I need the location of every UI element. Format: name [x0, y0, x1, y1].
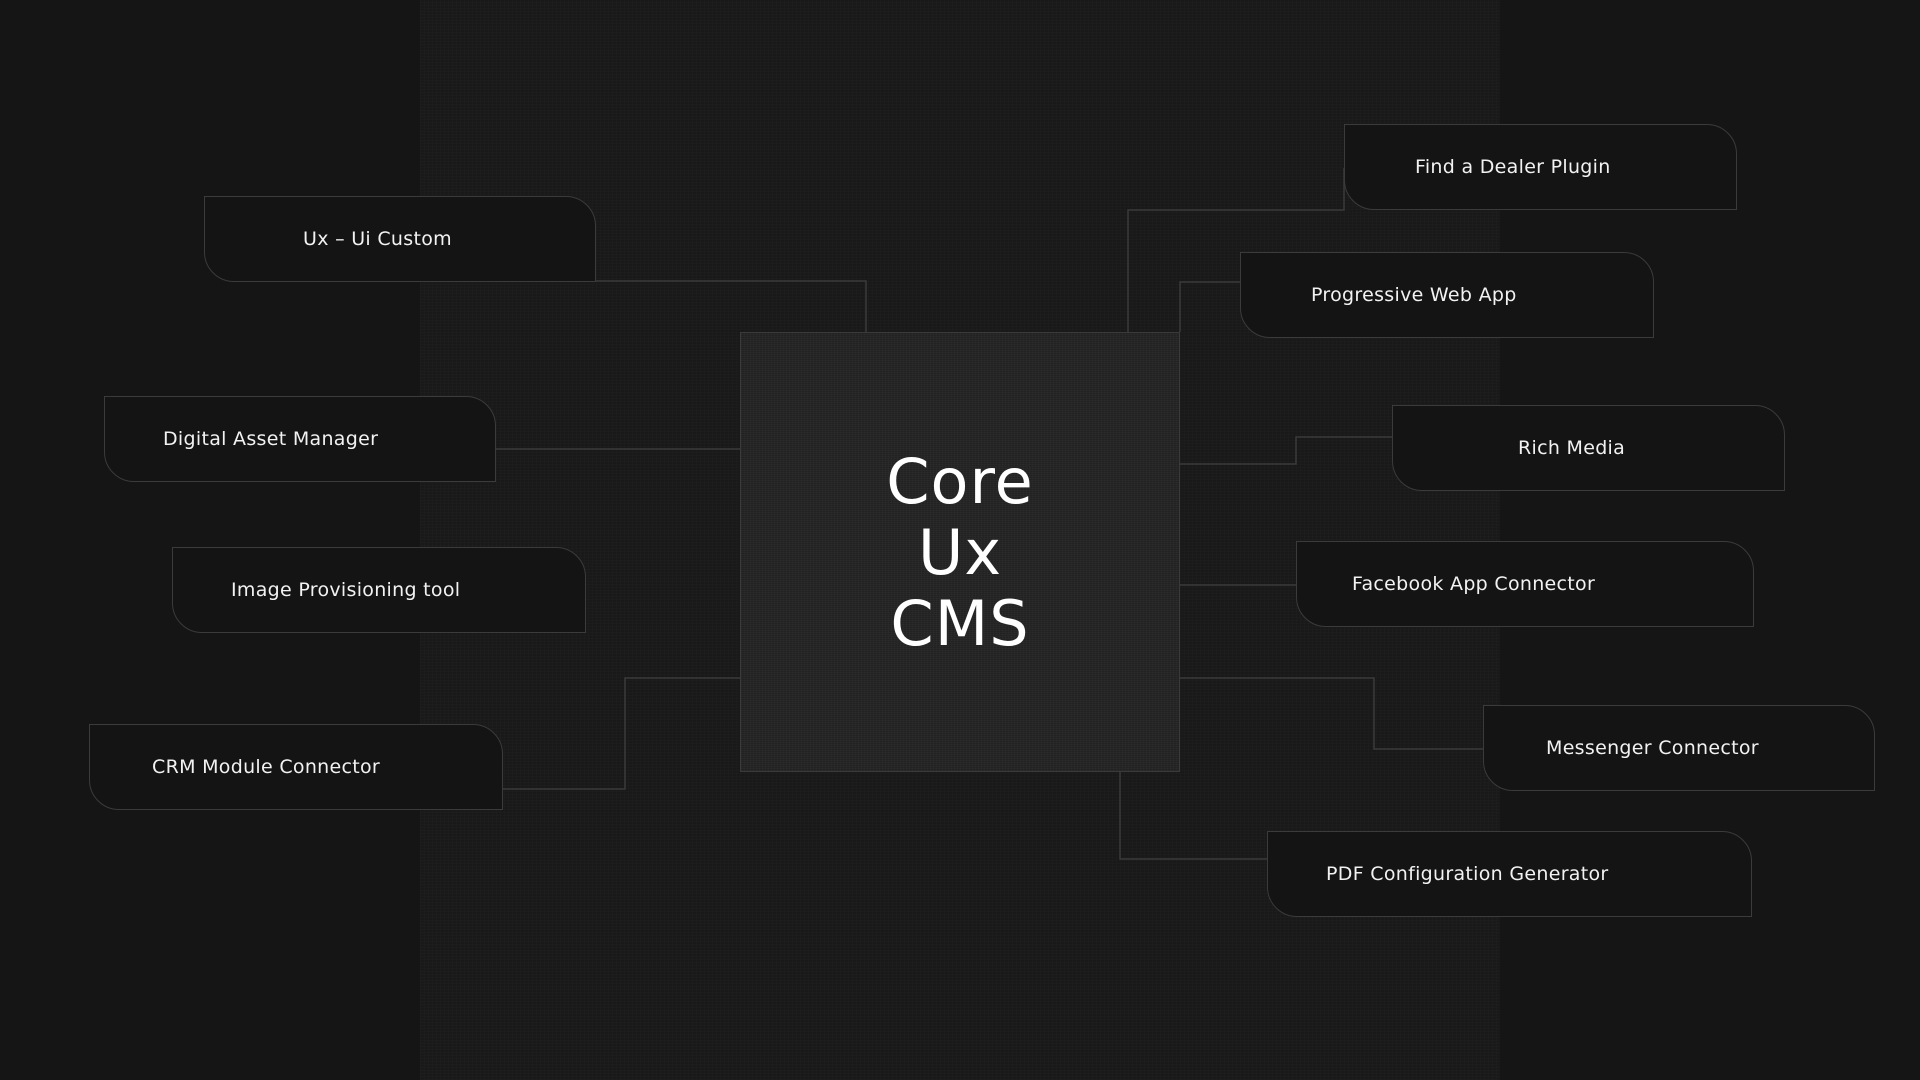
connector-pdf [1119, 772, 1267, 860]
node-label: Ux – Ui Custom [303, 228, 452, 250]
core-title-line-2: Ux [917, 515, 1003, 589]
node-label: Rich Media [1518, 437, 1626, 459]
connector-pwa [1179, 281, 1240, 332]
node-label: Progressive Web App [1311, 284, 1517, 306]
node-ux-ui-custom: Ux – Ui Custom [204, 196, 596, 282]
node-label: CRM Module Connector [152, 756, 381, 778]
node-crm-module-connector: CRM Module Connector [89, 724, 503, 810]
connector-messenger [1180, 677, 1483, 750]
connector-find-dealer [1127, 168, 1345, 332]
node-label: Find a Dealer Plugin [1415, 156, 1611, 178]
node-label: Messenger Connector [1546, 737, 1759, 759]
node-progressive-web-app: Progressive Web App [1240, 252, 1654, 338]
node-label: Facebook App Connector [1352, 573, 1596, 595]
node-pdf-configuration-generator: PDF Configuration Generator [1267, 831, 1752, 917]
node-label: PDF Configuration Generator [1326, 863, 1609, 885]
core-title-line-1: Core [886, 444, 1034, 518]
core-title-line-3: CMS [890, 586, 1030, 660]
node-digital-asset-manager: Digital Asset Manager [104, 396, 496, 482]
core-ux-cms-box: Core Ux CMS [740, 332, 1180, 772]
connector-rich-media [1180, 436, 1392, 465]
node-rich-media: Rich Media [1392, 405, 1785, 491]
node-find-a-dealer-plugin: Find a Dealer Plugin [1344, 124, 1737, 210]
node-messenger-connector: Messenger Connector [1483, 705, 1875, 791]
node-label: Digital Asset Manager [163, 428, 379, 450]
connector-ux-ui-custom [596, 280, 867, 332]
node-label: Image Provisioning tool [231, 579, 461, 601]
node-image-provisioning-tool: Image Provisioning tool [172, 547, 586, 633]
connector-crm-module [503, 677, 740, 790]
node-facebook-app-connector: Facebook App Connector [1296, 541, 1754, 627]
